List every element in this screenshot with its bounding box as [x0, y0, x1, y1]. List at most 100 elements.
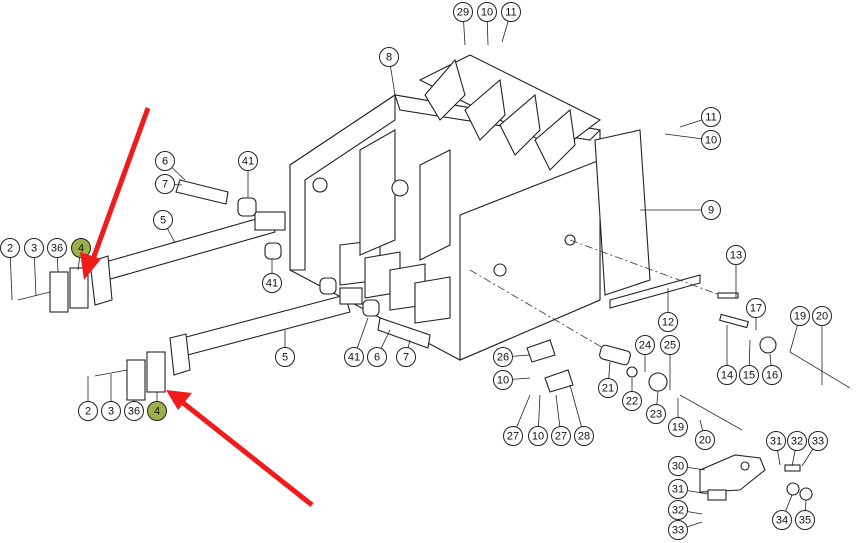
callout-circle — [795, 510, 815, 530]
callout-number: 28 — [578, 431, 590, 443]
callout-circle — [668, 500, 688, 520]
callout-circle — [78, 401, 98, 421]
callout-circle — [574, 426, 594, 446]
side-plate — [594, 129, 701, 309]
callout-number: 4 — [154, 406, 160, 418]
callout-part-4: 4 — [71, 238, 91, 258]
callout-circle — [262, 273, 282, 293]
callout-circle — [726, 245, 746, 265]
callout-number: 22 — [626, 396, 638, 408]
callout-part-9: 9 — [701, 200, 721, 220]
callout-number: 41 — [242, 156, 254, 168]
callout-part-11: 11 — [501, 2, 521, 22]
callout-circle — [701, 200, 721, 220]
callout-circle — [746, 298, 766, 318]
callout-circle — [396, 347, 416, 367]
callout-number: 10 — [497, 375, 509, 387]
callout-circle — [155, 174, 175, 194]
callout-part-41: 41 — [262, 273, 282, 293]
right-hardware — [469, 239, 851, 501]
callout-part-14: 14 — [717, 365, 737, 385]
callout-number: 20 — [699, 435, 711, 447]
callout-circle — [701, 107, 721, 127]
callout-part-35: 35 — [795, 510, 815, 530]
callout-number: 6 — [162, 156, 168, 168]
callout-circle — [695, 430, 715, 450]
callout-circle — [47, 238, 67, 258]
callout-part-4: 4 — [147, 401, 167, 421]
callout-number: 36 — [128, 406, 140, 418]
callout-number: 6 — [374, 352, 380, 364]
callout-number: 33 — [812, 436, 824, 448]
callout-number: 23 — [650, 409, 662, 421]
callout-number: 26 — [497, 352, 509, 364]
red-arrow-lower — [166, 390, 314, 507]
callout-part-15: 15 — [739, 365, 759, 385]
callout-number: 29 — [457, 7, 469, 19]
callout-circle — [501, 2, 521, 22]
callout-number: 34 — [776, 515, 788, 527]
callout-part-20: 20 — [812, 306, 832, 326]
callout-circle — [790, 306, 810, 326]
callout-part-7: 7 — [396, 347, 416, 367]
callout-part-5: 5 — [153, 210, 173, 230]
callout-number: 9 — [708, 205, 714, 217]
callout-number: 15 — [743, 370, 755, 382]
callout-part-34: 34 — [772, 510, 792, 530]
callout-circle — [477, 2, 497, 22]
callout-part-11: 11 — [701, 107, 721, 127]
callout-part-32: 32 — [787, 431, 807, 451]
upper-axle — [17, 179, 286, 313]
callout-circle — [717, 365, 737, 385]
callout-circle — [551, 426, 571, 446]
callout-circle — [668, 456, 688, 476]
callout-part-3: 3 — [24, 238, 44, 258]
callout-circle — [367, 347, 387, 367]
callout-circle — [493, 370, 513, 390]
callout-circle — [635, 335, 655, 355]
callout-part-8: 8 — [379, 47, 399, 67]
callout-circle — [701, 130, 721, 150]
callout-circle — [787, 431, 807, 451]
callout-part-10: 10 — [528, 426, 548, 446]
callout-circle — [238, 151, 258, 171]
callout-circle — [658, 312, 678, 332]
callout-number: 27 — [507, 431, 519, 443]
callout-circle — [668, 417, 688, 437]
callout-circle — [528, 426, 548, 446]
callout-part-30: 30 — [668, 456, 688, 476]
callout-part-2: 2 — [0, 238, 20, 258]
callout-number: 32 — [791, 436, 803, 448]
callout-circle — [153, 210, 173, 230]
callout-number: 4 — [78, 243, 84, 255]
callout-part-6: 6 — [155, 151, 175, 171]
callout-part-41: 41 — [238, 151, 258, 171]
callout-circle — [503, 426, 523, 446]
callout-part-36: 36 — [124, 401, 144, 421]
callout-part-27: 27 — [503, 426, 523, 446]
callout-number: 7 — [162, 179, 168, 191]
callout-number: 32 — [672, 505, 684, 517]
callout-number: 10 — [532, 431, 544, 443]
callout-part-25: 25 — [660, 335, 680, 355]
callout-number: 10 — [481, 7, 493, 19]
callout-part-16: 16 — [762, 365, 782, 385]
callout-circle — [739, 365, 759, 385]
callout-number: 31 — [770, 436, 782, 448]
callout-part-5: 5 — [275, 347, 295, 367]
callout-number: 5 — [282, 352, 288, 364]
callout-number: 30 — [672, 461, 684, 473]
callout-part-22: 22 — [622, 391, 642, 411]
callout-part-31: 31 — [766, 431, 786, 451]
callout-part-36: 36 — [47, 238, 67, 258]
callout-circle — [668, 520, 688, 540]
callout-number: 3 — [108, 406, 114, 418]
callout-number: 24 — [639, 340, 651, 352]
red-arrow-upper — [80, 107, 151, 280]
callout-circle — [275, 347, 295, 367]
callout-part-2: 2 — [78, 401, 98, 421]
callout-circle — [772, 510, 792, 530]
callout-circle — [124, 401, 144, 421]
callout-part-33: 33 — [668, 520, 688, 540]
